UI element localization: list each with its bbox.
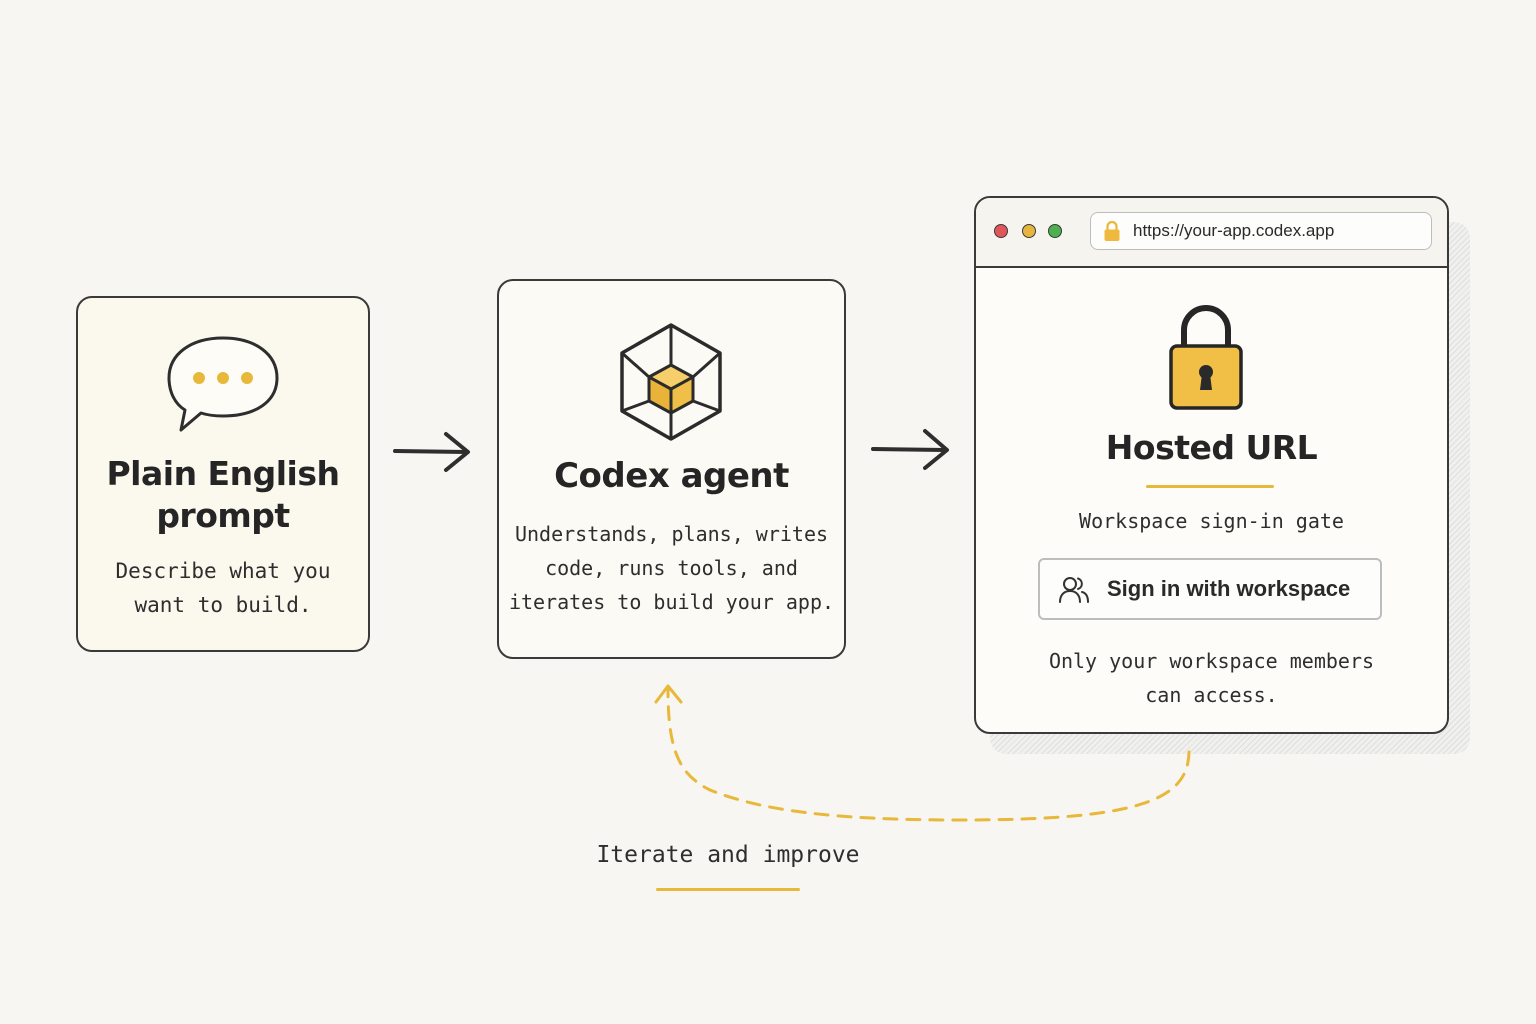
window-minimize-dot[interactable] <box>1022 224 1036 238</box>
people-icon <box>1059 577 1089 603</box>
iterate-underline <box>656 888 800 891</box>
window-maximize-dot[interactable] <box>1048 224 1062 238</box>
arrow-prompt-to-agent <box>393 432 470 472</box>
cube-icon <box>620 323 722 441</box>
browser-titlebar: https://your-app.codex.app <box>976 198 1447 268</box>
agent-card: Codex agent Understands, plans, writes c… <box>497 279 846 659</box>
arrow-agent-to-hosted <box>871 429 949 470</box>
prompt-description: Describe what you want to build. <box>115 559 331 617</box>
prompt-title: Plain English prompt <box>106 454 340 535</box>
browser-window: https://your-app.codex.app Hosted URL Wo… <box>974 196 1449 734</box>
lock-icon <box>1104 220 1120 241</box>
window-close-dot[interactable] <box>994 224 1008 238</box>
sign-in-with-workspace-button[interactable]: Sign in with workspace <box>1038 558 1382 620</box>
iterate-label: Iterate and improve <box>596 842 860 868</box>
address-bar[interactable]: https://your-app.codex.app <box>1090 212 1432 250</box>
prompt-card: Plain English prompt Describe what you w… <box>76 296 370 652</box>
title-underline <box>1146 485 1274 488</box>
access-note: Only your workspace members can access. <box>1048 649 1375 707</box>
hosted-title: Hosted URL <box>1105 428 1318 467</box>
agent-title: Codex agent <box>554 456 789 496</box>
url-text: https://your-app.codex.app <box>1133 221 1335 240</box>
agent-description: Understands, plans, writes code, runs to… <box>508 522 835 614</box>
sign-in-label: Sign in with workspace <box>1107 576 1351 601</box>
gate-subtitle: Workspace sign-in gate <box>1079 509 1344 533</box>
padlock-icon <box>1169 305 1243 410</box>
chat-bubble-icon <box>167 336 279 432</box>
